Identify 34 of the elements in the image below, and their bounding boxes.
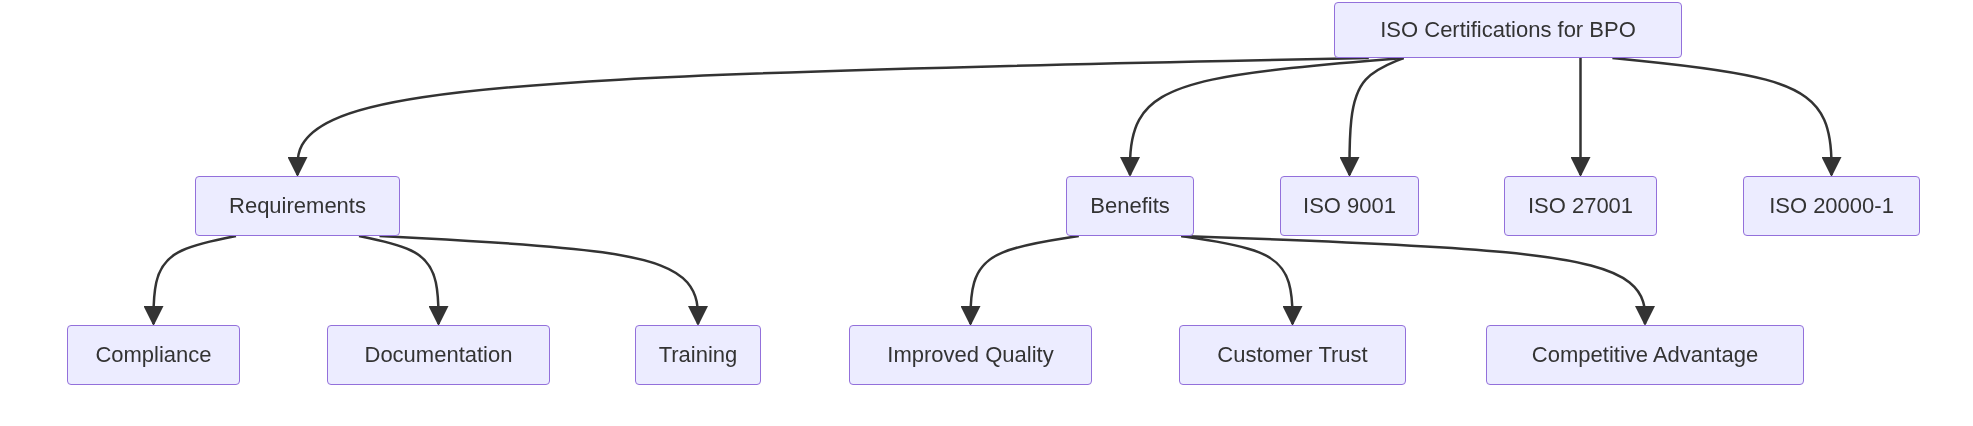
node-label: Requirements bbox=[229, 193, 366, 219]
node-label: ISO 27001 bbox=[1527, 193, 1634, 219]
process-box bbox=[67, 325, 240, 385]
node-label: Compliance bbox=[95, 342, 212, 368]
process-box bbox=[1334, 2, 1682, 58]
node-label: Customer Trust bbox=[1217, 342, 1368, 368]
arrow bbox=[1612, 56, 1842, 177]
arrow bbox=[287, 56, 1369, 177]
node-label: ISO 9001 bbox=[1303, 193, 1396, 219]
process-box bbox=[1504, 176, 1657, 236]
node-label: Improved Quality bbox=[887, 342, 1054, 368]
arrow bbox=[379, 234, 708, 326]
node-label: Benefits bbox=[1090, 193, 1170, 219]
process-box bbox=[327, 325, 550, 385]
process-box bbox=[1486, 325, 1804, 385]
arrow bbox=[1570, 58, 1591, 177]
process-box bbox=[635, 325, 761, 385]
node-label: ISO Certifications for BPO bbox=[1380, 17, 1636, 43]
process-box bbox=[1179, 325, 1406, 385]
node-label: ISO 20000-1 bbox=[1769, 193, 1894, 219]
process-box bbox=[849, 325, 1092, 385]
node-label: Competitive Advantage bbox=[1531, 342, 1759, 368]
node-label: Documentation bbox=[364, 342, 513, 368]
node-label: Training bbox=[658, 342, 738, 368]
arrow bbox=[1339, 56, 1405, 177]
arrow bbox=[1181, 234, 1655, 326]
arrow bbox=[358, 234, 449, 326]
process-box bbox=[1280, 176, 1419, 236]
process-box bbox=[1066, 176, 1194, 236]
process-box bbox=[1743, 176, 1920, 236]
arrow bbox=[960, 234, 1079, 326]
arrow bbox=[143, 234, 237, 326]
arrow bbox=[1181, 234, 1303, 326]
process-box bbox=[195, 176, 400, 236]
